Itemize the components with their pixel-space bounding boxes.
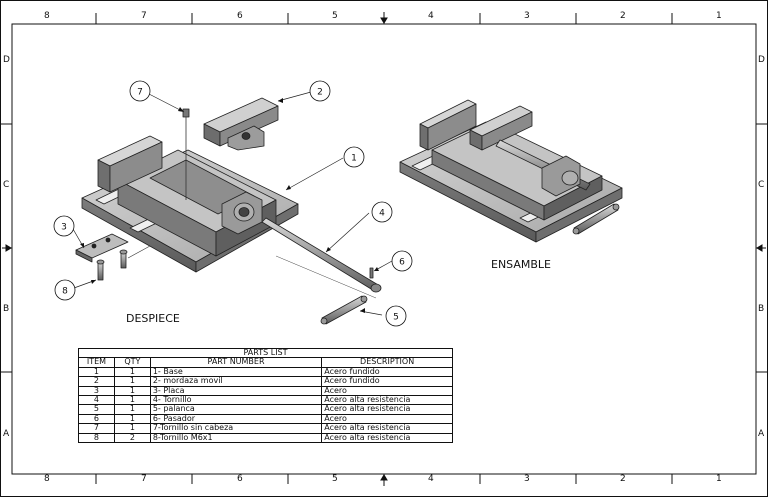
cell-item: 7	[78, 423, 115, 434]
zone-row-right-A: A	[758, 429, 765, 439]
table-row: 2 1 2- mordaza movil Acero fundido	[78, 376, 453, 387]
zone-row-right-B: B	[758, 304, 765, 314]
cell-qty: 1	[113, 376, 151, 387]
cell-item: 1	[78, 366, 115, 378]
zone-row-right-D: D	[758, 55, 765, 65]
zone-row-left-A: A	[3, 429, 10, 439]
cell-item: 6	[78, 413, 115, 425]
table-row: 4 1 4- Tornillo Acero alta resistencia	[78, 395, 453, 406]
zone-col-bottom-1: 1	[716, 474, 722, 484]
cell-description: Acero alta resistencia	[321, 404, 453, 415]
header-part-number: PART NUMBER	[149, 357, 323, 368]
parts-list-table: PARTS LIST ITEM QTY PART NUMBER DESCRIPT…	[78, 347, 453, 444]
zone-col-top-6: 6	[237, 11, 243, 21]
assembly-view	[399, 99, 623, 243]
cell-item: 3	[78, 385, 115, 397]
table-row: 5 1 5- palanca Acero alta resistencia	[78, 404, 453, 415]
assembly-view-label: ENSAMBLE	[491, 258, 552, 271]
cell-part-number: 4- Tornillo	[149, 395, 323, 406]
fixed-jaw-front	[97, 159, 111, 193]
zone-col-top-4: 4	[428, 11, 434, 21]
exploded-view-label: DESPIECE	[126, 312, 180, 325]
balloon-3: 3	[61, 223, 67, 233]
table-row: 1 1 1- Base Acero fundido	[78, 366, 453, 378]
zone-col-bottom-4: 4	[428, 474, 434, 484]
cell-part-number: 1- Base	[149, 366, 323, 378]
balloon-7: 7	[137, 88, 143, 98]
cell-qty: 1	[113, 423, 151, 434]
balloon-2: 2	[317, 88, 323, 98]
cell-part-number: 6- Pasador	[149, 413, 323, 425]
table-row: 7 1 7-Tornillo sin cabeza Acero alta res…	[78, 423, 453, 434]
cell-item: 8	[78, 432, 115, 444]
zone-col-bottom-7: 7	[141, 474, 147, 484]
zone-col-bottom-8: 8	[44, 474, 50, 484]
cell-qty: 1	[113, 366, 151, 378]
balloon-labels: 7 2 1 4 3 6 5 8	[61, 88, 405, 323]
cell-part-number: 3- Placa	[149, 385, 323, 397]
header-description: DESCRIPTION	[321, 357, 453, 368]
cell-qty: 1	[113, 413, 151, 425]
balloons	[53, 80, 413, 327]
zone-row-left-D: D	[3, 55, 10, 65]
cell-part-number: 5- palanca	[149, 404, 323, 415]
handle	[321, 295, 367, 325]
cell-qty: 2	[113, 432, 151, 444]
zone-col-top-2: 2	[620, 11, 626, 21]
cell-qty: 1	[113, 385, 151, 397]
table-row: 3 1 3- Placa Acero	[78, 385, 453, 397]
zone-col-top-7: 7	[141, 11, 147, 21]
cell-description: Acero	[321, 413, 453, 425]
header-item: ITEM	[78, 357, 115, 368]
cell-description: Acero fundido	[321, 376, 453, 387]
cell-description: Acero	[321, 385, 453, 397]
balloon-1: 1	[351, 154, 357, 164]
balloon-6: 6	[399, 258, 405, 268]
cell-part-number: 2- mordaza movil	[149, 376, 323, 387]
zone-col-top-5: 5	[332, 11, 338, 21]
zone-row-left-C: C	[3, 180, 10, 190]
zone-ticks	[0, 13, 768, 484]
cell-item: 2	[78, 376, 115, 387]
zone-col-bottom-6: 6	[237, 474, 243, 484]
balloon-4: 4	[379, 209, 385, 219]
balloon-8: 8	[62, 287, 68, 297]
cell-item: 4	[78, 395, 115, 406]
exploded-view	[75, 97, 382, 325]
cell-description: Acero alta resistencia	[321, 395, 453, 406]
zone-row-left-B: B	[3, 304, 10, 314]
cell-part-number: 8-Tornillo M6x1	[149, 432, 323, 444]
leader-arrowheads	[80, 98, 379, 313]
fixed-jaw-face	[109, 141, 163, 193]
zone-col-top-1: 1	[716, 11, 722, 21]
cell-item: 5	[78, 404, 115, 415]
cell-qty: 1	[113, 404, 151, 415]
zone-col-bottom-3: 3	[524, 474, 530, 484]
lead-screw	[261, 217, 381, 293]
zone-col-top-8: 8	[44, 11, 50, 21]
cell-part-number: 7-Tornillo sin cabeza	[149, 423, 323, 434]
header-qty: QTY	[113, 357, 151, 368]
table-row: 8 2 8-Tornillo M6x1 Acero alta resistenc…	[78, 432, 453, 444]
parts-list-title: PARTS LIST	[78, 347, 453, 359]
table-row: 6 1 6- Pasador Acero	[78, 413, 453, 425]
zone-col-top-3: 3	[524, 11, 530, 21]
centering-marks	[2, 12, 766, 486]
balloon-5: 5	[393, 313, 399, 323]
cell-qty: 1	[113, 395, 151, 406]
zone-col-bottom-5: 5	[332, 474, 338, 484]
zone-col-bottom-2: 2	[620, 474, 626, 484]
zone-row-right-C: C	[758, 180, 765, 190]
cell-description: Acero alta resistencia	[321, 423, 453, 434]
cell-description: Acero fundido	[321, 366, 453, 378]
cell-description: Acero alta resistencia	[321, 432, 453, 444]
